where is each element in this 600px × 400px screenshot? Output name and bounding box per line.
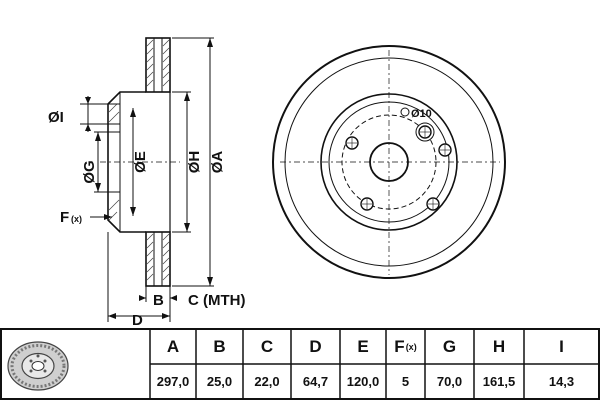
dim-A-label: ØA: [209, 151, 226, 174]
dim-I-label: ØI: [48, 109, 64, 126]
header-F: F(x): [394, 337, 417, 356]
dim-B-label: B: [153, 292, 164, 309]
hat-inner-edge: [328, 101, 450, 223]
brake-disc-thumbnail-icon: [7, 341, 69, 391]
value-C: 22,0: [254, 374, 280, 389]
header-G: G: [442, 337, 457, 356]
hat-section: [107, 91, 146, 233]
header-D: D: [309, 337, 322, 356]
hole-highlight-ring: [415, 122, 435, 142]
dim-F-suffix: (x): [71, 214, 82, 224]
header-C: C: [260, 337, 274, 356]
arrowheads: [85, 38, 213, 319]
hole-diameter-label: Ø10: [411, 108, 432, 120]
upper-friction-ring: [145, 37, 171, 93]
value-H: 161,5: [482, 374, 516, 389]
centre-bore: [369, 142, 409, 182]
axis-lines: [100, 50, 500, 275]
dim-G-label: ØG: [81, 160, 98, 183]
header-F-suffix: (x): [405, 342, 417, 352]
dim-C-label: C (MTH): [188, 292, 245, 309]
header-B: B: [213, 337, 226, 356]
side-section-view: [107, 37, 171, 287]
disc-outer-edge: [272, 45, 506, 279]
hole-centre-marks: [347, 127, 450, 209]
value-G: 70,0: [436, 374, 463, 389]
bolt-holes: [345, 125, 452, 211]
header-H: H: [492, 337, 506, 356]
lower-friction-ring: [145, 231, 171, 287]
bolt-circle: [341, 114, 437, 210]
dimension-lines: [80, 37, 214, 322]
dim-H-label: ØH: [186, 151, 203, 174]
header-E: E: [357, 337, 369, 356]
spec-table-grid: [0, 328, 600, 400]
header-I: I: [559, 337, 564, 356]
section-hatching: [108, 39, 170, 281]
header-A: A: [166, 337, 180, 356]
value-D: 64,7: [302, 374, 329, 389]
value-B: 25,0: [206, 374, 233, 389]
hole-label-marker: [400, 107, 410, 117]
disc-inner-friction-edge: [284, 57, 494, 267]
spec-table: A B C D E F(x) G H I 297,0 25,0 22,0 64,…: [0, 328, 600, 400]
value-E: 120,0: [346, 374, 380, 389]
technical-drawing: ØI ØG ØE ØH ØA F (x) B C (MTH) D Ø10: [48, 37, 506, 329]
value-F: 5: [401, 374, 410, 389]
hat-outer-edge: [320, 93, 458, 231]
value-I: 14,3: [548, 374, 575, 389]
dim-D-label: D: [132, 312, 143, 329]
dim-F-label: F: [60, 209, 69, 226]
dim-E-label: ØE: [132, 151, 149, 173]
value-A: 297,0: [156, 374, 190, 389]
front-view: [272, 45, 506, 279]
